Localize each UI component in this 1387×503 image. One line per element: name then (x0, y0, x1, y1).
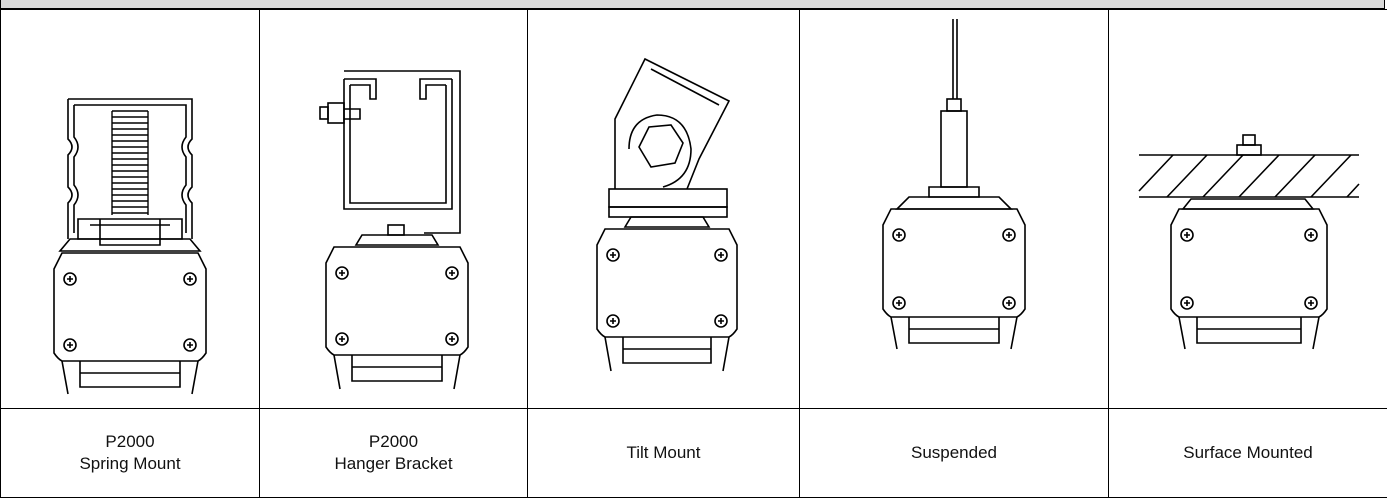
tilt-mount-label: Tilt Mount (626, 443, 701, 462)
hanger-bracket-label: Hanger Bracket (334, 454, 453, 473)
table-header-bar (0, 0, 1385, 9)
suspended-drawing-icon (882, 19, 1026, 350)
surface-mounted-cell (1108, 9, 1387, 409)
surface-mounted-label: Surface Mounted (1183, 443, 1313, 462)
surface-mounted-label-cell: Surface Mounted (1108, 408, 1387, 498)
label-row: P2000 Spring Mount P2000 Hanger Bracket … (0, 408, 1387, 498)
tilt-mount-drawing-icon (595, 57, 738, 372)
suspended-label: Suspended (910, 443, 998, 462)
suspended-label-cell: Suspended (799, 408, 1109, 498)
spring-mount-title: P2000 (105, 432, 155, 451)
tilt-mount-label-cell: Tilt Mount (527, 408, 800, 498)
spring-mount-label: Spring Mount (79, 454, 181, 473)
hanger-bracket-title: P2000 (368, 432, 419, 451)
hanger-bracket-label-cell: P2000 Hanger Bracket (259, 408, 528, 498)
hanger-bracket-drawing-icon (318, 70, 469, 390)
spring-mount-drawing-icon (53, 98, 207, 395)
spring-mount-cell (0, 9, 260, 409)
surface-mounted-drawing-icon (1138, 134, 1360, 350)
tilt-mount-cell (527, 9, 800, 409)
spring-mount-label-cell: P2000 Spring Mount (0, 408, 260, 498)
drawing-row (0, 9, 1387, 409)
suspended-cell (799, 9, 1109, 409)
hanger-bracket-cell (259, 9, 528, 409)
mounting-options-table: P2000 Spring Mount P2000 Hanger Bracket … (0, 9, 1387, 498)
